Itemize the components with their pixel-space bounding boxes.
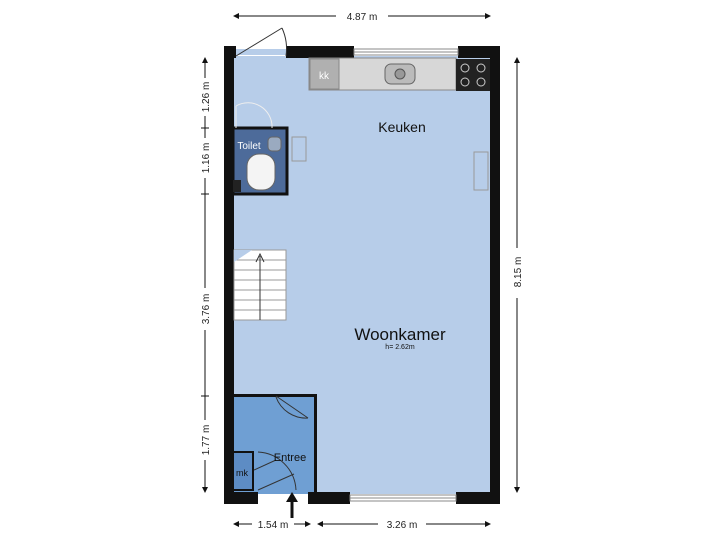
top-door xyxy=(235,27,288,57)
dim-bottom-right: 3.26 m xyxy=(387,520,418,531)
entrance-arrow xyxy=(286,492,298,518)
toilet-label: Toilet xyxy=(237,141,261,152)
fridge xyxy=(309,58,340,90)
entree-label: Entree xyxy=(274,452,306,464)
woonkamer-height-label: h= 2.62m xyxy=(385,344,415,351)
entree-walls xyxy=(233,394,317,494)
entree-doors xyxy=(253,395,309,491)
sink xyxy=(384,63,416,85)
toilet-fixtures xyxy=(233,136,282,192)
woonkamer-label: Woonkamer xyxy=(354,325,446,344)
cooktop xyxy=(456,59,490,91)
dim-left-1: 1.26 m xyxy=(201,82,212,113)
dim-top-width: 4.87 m xyxy=(347,12,378,23)
radiator xyxy=(473,151,489,191)
dim-bottom-left: 1.54 m xyxy=(258,520,289,531)
dim-left-2: 1.16 m xyxy=(201,143,212,174)
dim-left-3: 3.76 m xyxy=(201,294,212,325)
windows xyxy=(236,48,459,502)
stairs xyxy=(233,249,287,321)
keuken-label: Keuken xyxy=(378,119,425,135)
meterkast-label: mk xyxy=(236,468,248,478)
dim-left-4: 1.77 m xyxy=(201,425,212,456)
outer-walls xyxy=(224,46,500,504)
dim-right-length: 8.15 m xyxy=(513,257,524,288)
dimension-left xyxy=(201,57,209,493)
koelkast-label: kk xyxy=(319,71,330,82)
toilet-door xyxy=(235,102,273,129)
wall-cabinet xyxy=(291,136,307,162)
